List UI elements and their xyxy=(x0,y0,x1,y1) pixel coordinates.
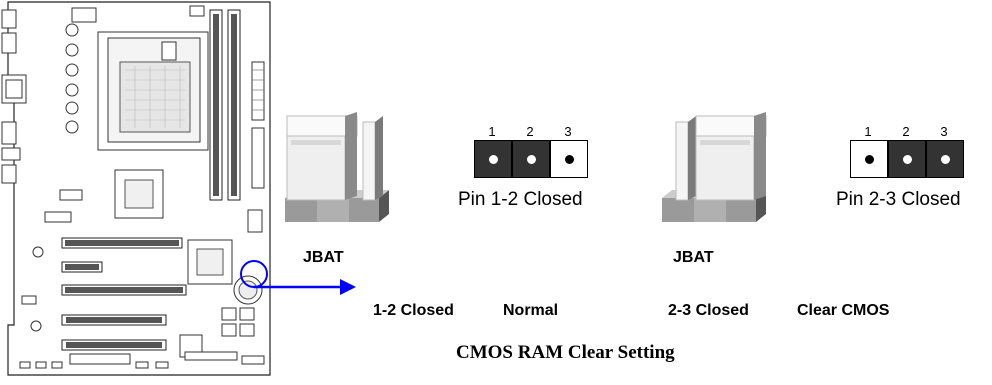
pin-diagram-1-2-closed xyxy=(474,140,588,178)
pin-1-open xyxy=(850,140,888,178)
pin-number-1: 1 xyxy=(488,124,496,139)
jumper-cap-2-3-illustration xyxy=(662,112,767,222)
pin-number-2: 2 xyxy=(902,124,910,139)
pin-2-closed xyxy=(888,140,926,178)
pointer-arrow-head xyxy=(340,279,356,295)
pin-number-1: 1 xyxy=(864,124,872,139)
pin-1-2-closed-label: Pin 1-2 Closed xyxy=(458,189,583,210)
jbat-location-pointer xyxy=(240,260,356,295)
pin-number-2: 2 xyxy=(526,124,534,139)
jumper-cap-1-2-illustration xyxy=(285,112,389,222)
pin-1-closed xyxy=(474,140,512,178)
pin-diagram-2-3-closed xyxy=(850,140,964,178)
mode-normal: Normal xyxy=(503,302,559,319)
jbat-label-right: JBAT xyxy=(673,249,714,266)
pin-3-open xyxy=(550,140,588,178)
mode-clear-cmos: Clear CMOS xyxy=(797,302,890,319)
motherboard-diagram xyxy=(1,1,271,376)
pin-2-closed xyxy=(512,140,550,178)
pin-number-3: 3 xyxy=(564,124,572,139)
figure-caption: CMOS RAM Clear Setting xyxy=(456,342,675,363)
pin-3-closed xyxy=(926,140,964,178)
setting-2-3-closed: 2-3 Closed xyxy=(668,302,749,319)
setting-1-2-closed: 1-2 Closed xyxy=(373,302,454,319)
pin-2-3-closed-label: Pin 2-3 Closed xyxy=(836,189,961,210)
jbat-label-left: JBAT xyxy=(303,249,344,266)
jbat-highlight-circle xyxy=(240,260,268,288)
pin-number-3: 3 xyxy=(940,124,948,139)
